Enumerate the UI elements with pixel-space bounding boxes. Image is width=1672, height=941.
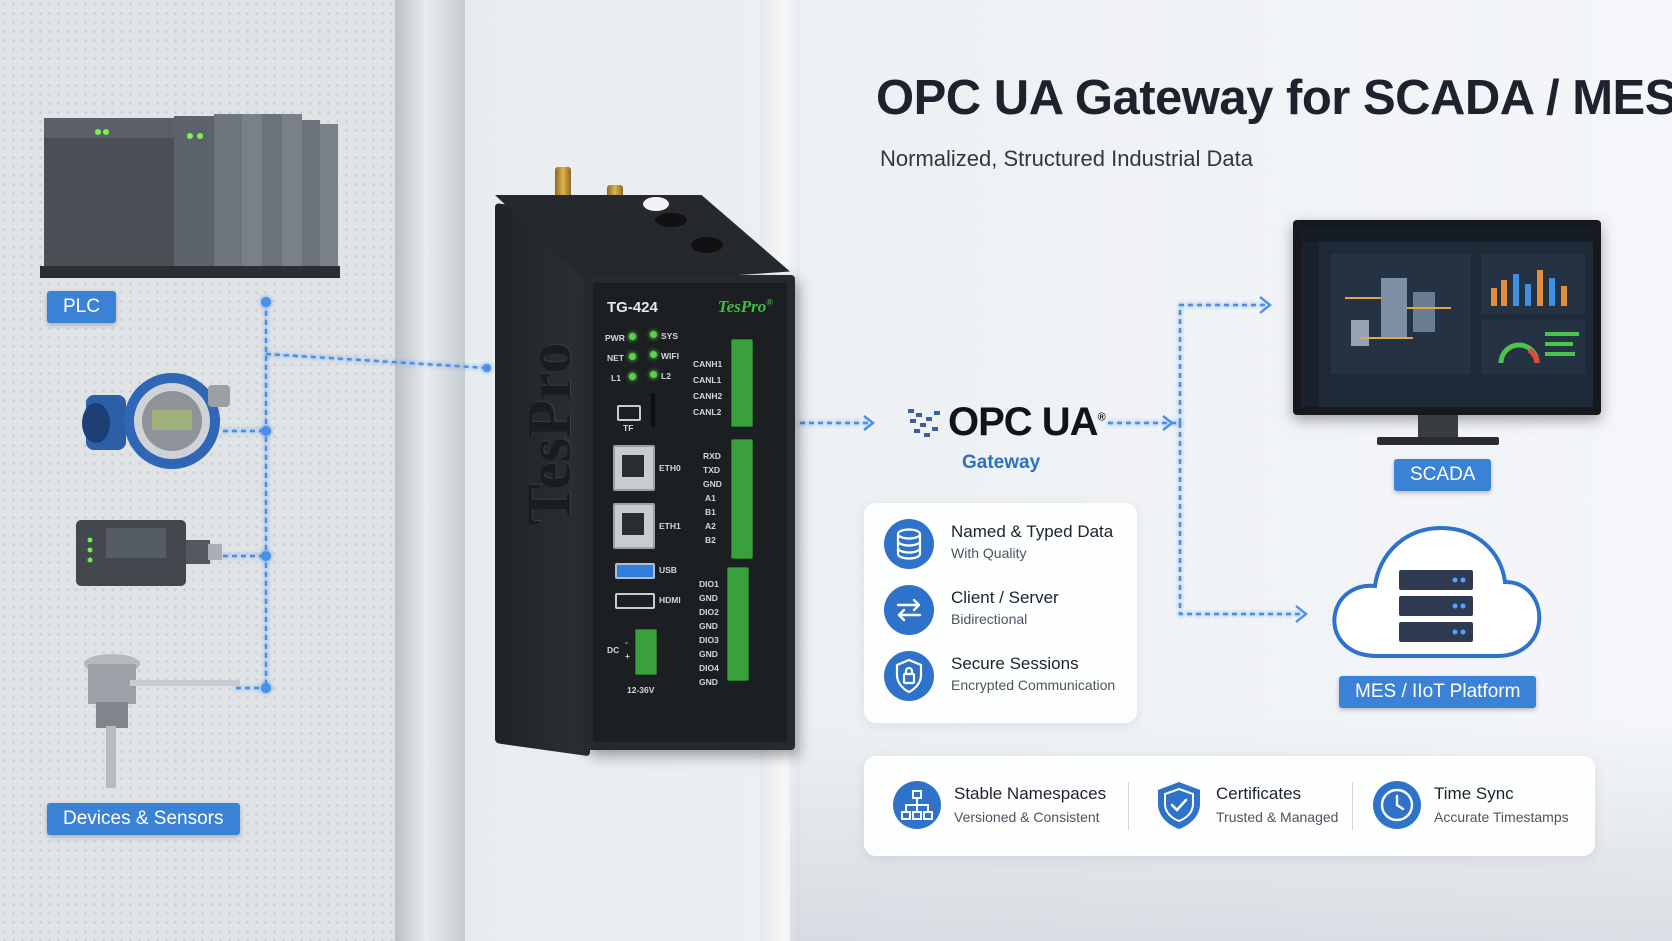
pressure-meter-image bbox=[82, 373, 230, 469]
led-pwr bbox=[629, 333, 636, 340]
feature-item: Secure Sessions Encrypted Communication bbox=[884, 651, 1134, 707]
led-l2 bbox=[650, 371, 657, 378]
dc-label: DC bbox=[607, 645, 620, 655]
io-module-image bbox=[76, 520, 222, 586]
hdmi-label: HDMI bbox=[659, 595, 681, 605]
opc-ua-logo-text: OPC UA® bbox=[948, 400, 1106, 444]
plc-label: PLC bbox=[47, 291, 116, 323]
devices-sensors-label: Devices & Sensors bbox=[47, 803, 240, 835]
voltage-label: 12-36V bbox=[627, 685, 655, 695]
shield-lock-icon bbox=[884, 651, 934, 701]
feature-item: Named & Typed Data With Quality bbox=[884, 519, 1134, 575]
dio-terminal bbox=[727, 567, 749, 681]
led-label-wifi: WIFI bbox=[661, 351, 679, 361]
usb-label: USB bbox=[659, 565, 677, 575]
clock-icon bbox=[1372, 780, 1422, 830]
tf-label: TF bbox=[623, 423, 634, 433]
dc-terminal bbox=[635, 629, 657, 675]
serial-terminal bbox=[731, 439, 753, 559]
feature-panel: Named & Typed Data With Quality Client /… bbox=[864, 503, 1137, 723]
side-brand: TesPro bbox=[516, 342, 584, 525]
eth0-label: ETH0 bbox=[659, 463, 681, 473]
branch-to-scada-line bbox=[1178, 303, 1268, 423]
led-cap bbox=[643, 197, 669, 211]
database-icon bbox=[884, 519, 934, 569]
knob-1 bbox=[655, 213, 687, 227]
led-label-l2: L2 bbox=[661, 371, 671, 381]
led-sys bbox=[650, 331, 657, 338]
mes-label: MES / IIoT Platform bbox=[1339, 676, 1537, 708]
tf-slot bbox=[617, 405, 641, 421]
plc-link-line bbox=[265, 352, 488, 370]
hierarchy-icon bbox=[892, 780, 942, 830]
bottom-feature-bar: Stable Namespaces Versioned & Consistent… bbox=[864, 756, 1595, 856]
device-model: TG-424 bbox=[607, 299, 658, 316]
feature-item: Client / Server Bidirectional bbox=[884, 585, 1134, 641]
metal-pillar bbox=[395, 0, 465, 941]
gateway-device: TesPro TG-424 TesPro® PWR SYS NET WIFI L… bbox=[495, 167, 800, 757]
led-label-pwr: PWR bbox=[605, 333, 625, 343]
led-label-l1: L1 bbox=[611, 373, 621, 383]
scada-monitor bbox=[1293, 220, 1601, 415]
device-logo: TesPro® bbox=[717, 297, 773, 316]
eth0-port bbox=[613, 445, 655, 491]
hdmi-port bbox=[615, 593, 655, 609]
cloud-server-icon bbox=[1332, 525, 1542, 658]
shield-check-icon bbox=[1154, 780, 1204, 830]
branch-to-mes-line bbox=[1178, 423, 1305, 616]
opc-gateway-caption: Gateway bbox=[962, 452, 1041, 473]
eth1-label: ETH1 bbox=[659, 521, 681, 531]
opc-ua-logo-icon bbox=[908, 409, 940, 437]
eth1-port bbox=[613, 503, 655, 549]
temperature-sensor-image bbox=[84, 654, 240, 788]
led-l1 bbox=[629, 373, 636, 380]
page-subtitle: Normalized, Structured Industrial Data bbox=[880, 146, 1253, 171]
usb-port bbox=[615, 563, 655, 579]
page-title: OPC UA Gateway for SCADA / MES bbox=[876, 71, 1672, 125]
led-label-net: NET bbox=[607, 353, 624, 363]
knob-2 bbox=[691, 237, 723, 253]
led-label-sys: SYS bbox=[661, 331, 679, 341]
led-net bbox=[629, 353, 636, 360]
can-terminal bbox=[731, 339, 753, 427]
led-wifi bbox=[650, 351, 657, 358]
plc-rack-image bbox=[40, 114, 340, 278]
exchange-arrows-icon bbox=[884, 585, 934, 635]
scada-label: SCADA bbox=[1394, 459, 1492, 491]
